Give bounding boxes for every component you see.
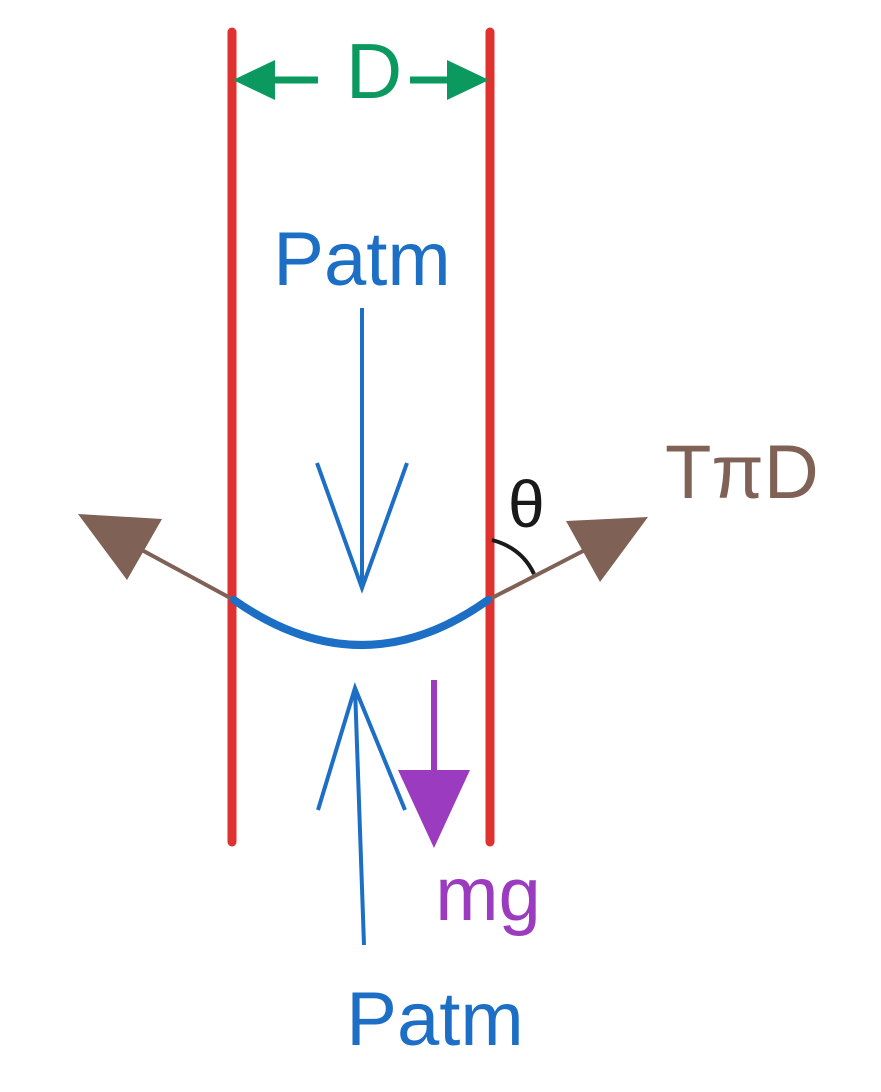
- contact-angle-arc: [491, 538, 536, 575]
- dimension-d-label: D: [346, 27, 402, 115]
- pressure-top-label: Patm: [273, 217, 450, 302]
- pressure-down-arrow: [315, 308, 409, 594]
- meniscus-curve: [230, 596, 492, 649]
- pressure-bottom-label: Patm: [346, 977, 523, 1062]
- weight-label: mg: [435, 852, 541, 937]
- weight-arrow: [398, 680, 470, 848]
- dimension-d-arrow: [233, 60, 489, 100]
- tension-arrow-right: [487, 517, 648, 602]
- tension-label: TπD: [665, 430, 819, 515]
- contact-angle-label: θ: [508, 467, 545, 541]
- pressure-up-arrow: [316, 682, 407, 946]
- tension-arrow-left: [78, 514, 235, 602]
